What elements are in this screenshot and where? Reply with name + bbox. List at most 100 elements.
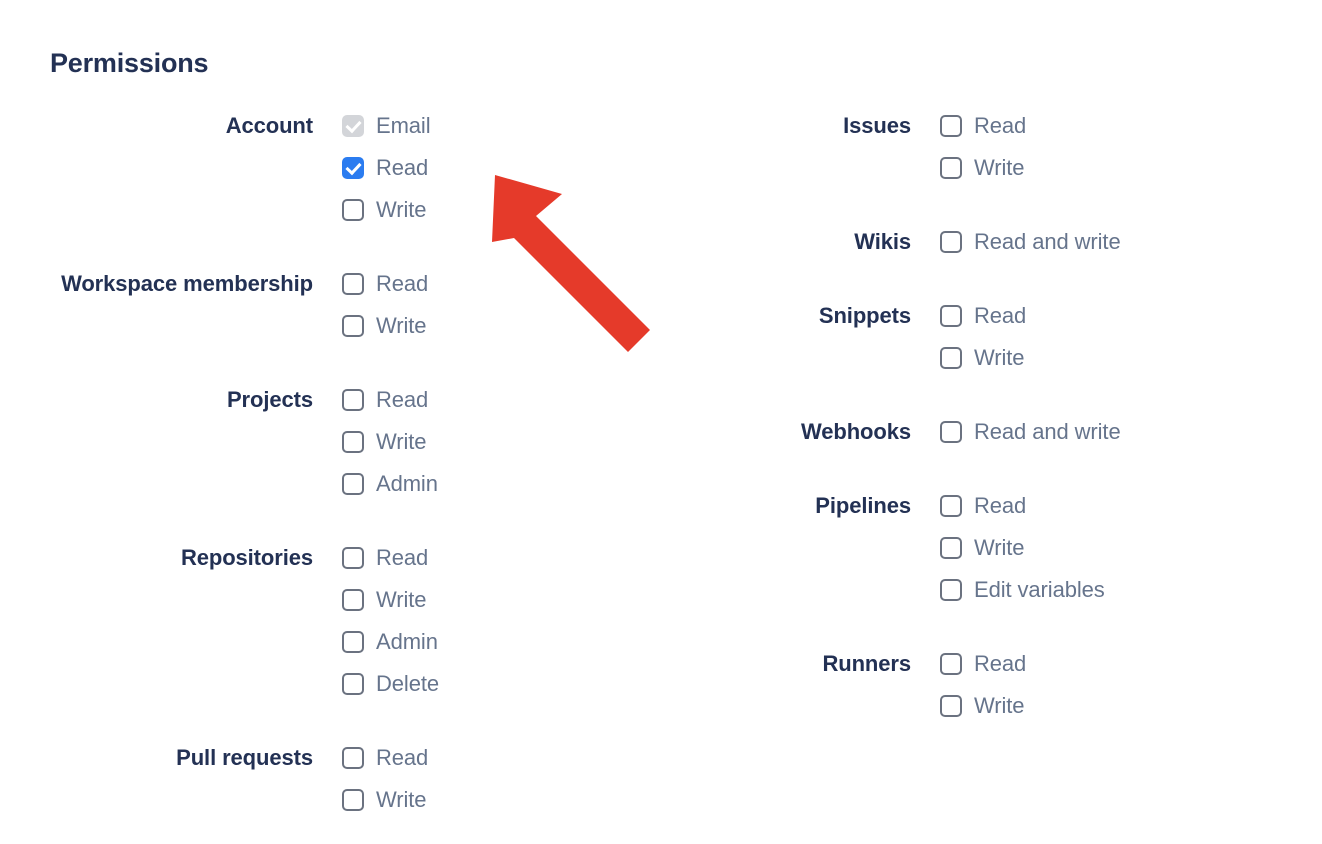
permission-option-row[interactable]: Read <box>342 737 660 779</box>
checkbox-unchecked-icon[interactable] <box>342 673 364 695</box>
permission-option-label: Read <box>974 303 1027 328</box>
checkbox-unchecked-icon[interactable] <box>342 431 364 453</box>
permission-option-row[interactable]: Edit variables <box>940 569 1322 611</box>
checkbox-unchecked-icon[interactable] <box>342 789 364 811</box>
permission-option-row[interactable]: Write <box>342 189 660 231</box>
permission-group-label: Workspace membership <box>61 271 313 296</box>
permission-group-label: Pull requests <box>176 745 313 770</box>
checkbox-unchecked-icon[interactable] <box>342 589 364 611</box>
permission-option-row[interactable]: Read <box>940 295 1322 337</box>
permission-group-label: Pipelines <box>815 493 911 518</box>
permission-option-row[interactable]: Write <box>940 685 1322 727</box>
permission-option-row[interactable]: Read <box>940 485 1322 527</box>
permission-option-row[interactable]: Read and write <box>940 411 1322 453</box>
permission-option-row[interactable]: Read and write <box>940 221 1322 263</box>
permission-option-label: Write <box>974 693 1025 718</box>
permission-option-label: Read <box>974 651 1027 676</box>
checkbox-unchecked-icon[interactable] <box>940 495 962 517</box>
permission-option-label: Admin <box>376 629 438 654</box>
permission-group-label: Wikis <box>854 229 911 254</box>
permission-group: Wikis Read and write <box>660 221 1322 263</box>
permission-option-label: Read and write <box>974 419 1121 444</box>
permission-option-label: Write <box>376 313 427 338</box>
checkbox-unchecked-icon[interactable] <box>342 273 364 295</box>
checkbox-unchecked-icon[interactable] <box>940 421 962 443</box>
permission-option-row[interactable]: Delete <box>342 663 660 705</box>
checkbox-unchecked-icon[interactable] <box>342 747 364 769</box>
checkbox-checked-disabled-icon <box>342 115 364 137</box>
permission-group-label: Webhooks <box>800 419 911 444</box>
permission-option-label: Read <box>376 745 429 770</box>
permission-option-label: Write <box>974 155 1025 180</box>
permission-option-row[interactable]: Email <box>342 105 660 147</box>
permission-option-label: Write <box>376 197 427 222</box>
permission-option-row[interactable]: Read <box>342 263 660 305</box>
permission-option-row[interactable]: Admin <box>342 463 660 505</box>
permission-option-label: Read <box>974 493 1027 518</box>
checkbox-unchecked-icon[interactable] <box>940 305 962 327</box>
checkbox-checked-icon[interactable] <box>342 157 364 179</box>
checkbox-unchecked-icon[interactable] <box>940 115 962 137</box>
permission-option-list: Read and write <box>940 411 1322 453</box>
page-title: Permissions <box>50 48 209 78</box>
checkbox-unchecked-icon[interactable] <box>940 157 962 179</box>
permission-option-row[interactable]: Write <box>342 305 660 347</box>
permission-option-row[interactable]: Write <box>342 579 660 621</box>
permission-option-row[interactable]: Read <box>940 105 1322 147</box>
permission-option-label: Write <box>974 535 1025 560</box>
checkbox-unchecked-icon[interactable] <box>940 653 962 675</box>
permission-option-row[interactable]: Write <box>342 421 660 463</box>
checkbox-unchecked-icon[interactable] <box>342 389 364 411</box>
permission-option-label: Write <box>974 345 1025 370</box>
checkbox-unchecked-icon[interactable] <box>940 537 962 559</box>
checkbox-unchecked-icon[interactable] <box>940 579 962 601</box>
checkbox-unchecked-icon[interactable] <box>342 315 364 337</box>
permission-option-row[interactable]: Write <box>940 337 1322 379</box>
permission-group-label: Snippets <box>818 303 911 328</box>
permission-option-label: Write <box>376 787 427 812</box>
permission-option-label: Email <box>376 113 431 138</box>
permission-option-row[interactable]: Write <box>342 779 660 821</box>
checkbox-unchecked-icon[interactable] <box>342 473 364 495</box>
checkbox-unchecked-icon[interactable] <box>342 547 364 569</box>
permission-option-label: Write <box>376 587 427 612</box>
checkbox-unchecked-icon[interactable] <box>940 347 962 369</box>
permission-option-label: Delete <box>376 671 439 696</box>
permission-group: Webhooks Read and write <box>660 411 1322 453</box>
permission-option-row[interactable]: Write <box>940 527 1322 569</box>
permission-option-row[interactable]: Read <box>940 643 1322 685</box>
permission-group-label: Repositories <box>180 545 313 570</box>
permission-option-row[interactable]: Admin <box>342 621 660 663</box>
permission-option-label: Read <box>376 387 429 412</box>
checkbox-unchecked-icon[interactable] <box>940 231 962 253</box>
checkbox-unchecked-icon[interactable] <box>940 695 962 717</box>
permission-option-row[interactable]: Read <box>342 379 660 421</box>
permission-option-label: Read <box>376 271 429 296</box>
permission-option-row[interactable]: Read <box>342 537 660 579</box>
permission-option-row[interactable]: Write <box>940 147 1322 189</box>
permission-option-row[interactable]: Read <box>342 147 660 189</box>
checkbox-unchecked-icon[interactable] <box>342 199 364 221</box>
permission-option-label: Write <box>376 429 427 454</box>
checkbox-unchecked-icon[interactable] <box>342 631 364 653</box>
permission-option-label: Read and write <box>974 229 1121 254</box>
permission-group-label: Projects <box>226 387 313 412</box>
permission-option-label: Read <box>974 113 1027 138</box>
